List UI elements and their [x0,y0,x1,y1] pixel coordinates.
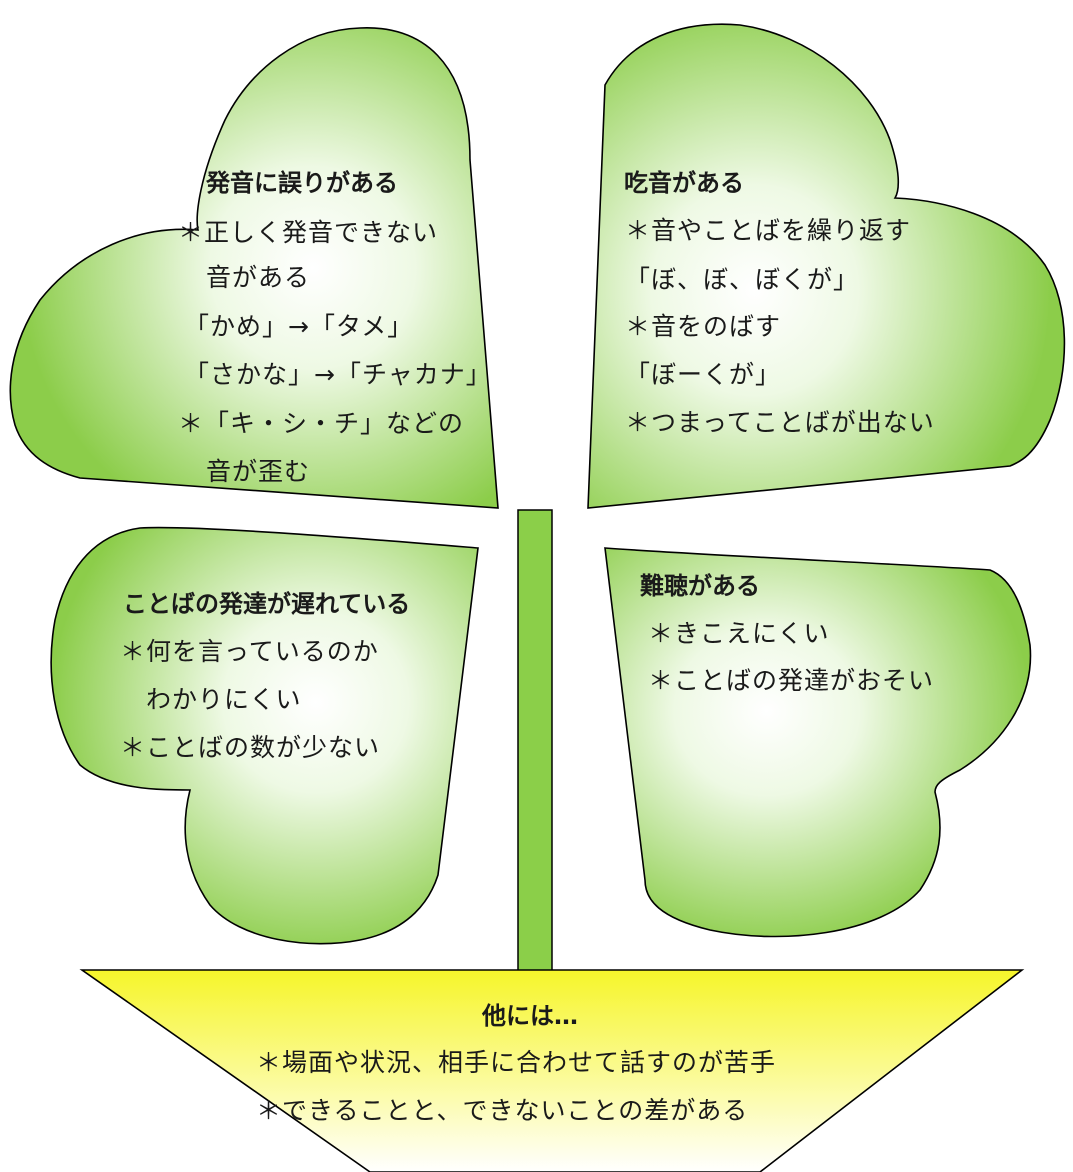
leaf-bottom-right [604,547,1032,938]
leaf-top-right-line-5: ＊つまってことばが出ない [625,408,935,437]
leaf-top-right-line-4: 「ぼーくが」 [625,360,782,389]
leaf-top-left-line-2: 音がある [206,263,311,292]
clover-stem [517,509,553,986]
leaf-top-left-line-5: ＊「キ・シ・チ」などの [178,409,465,438]
leaf-bottom-right-title: 難聴がある [640,572,760,600]
leaf-bottom-right-line-2: ＊ことばの発達がおそい [648,666,935,695]
leaf-bottom-right-line-1: ＊きこえにくい [648,619,830,648]
leaf-bottom-left-line-1: ＊何を言っているのか [120,637,379,666]
leaf-top-left-line-1: ＊正しく発音できない [178,218,439,247]
pot-line-2: ＊できることと、できないことの差がある [256,1096,749,1125]
leaf-top-left-title: 発音に誤りがある [206,169,398,197]
leaf-top-right [587,23,1066,509]
leaf-bottom-left [50,526,479,945]
leaf-top-left-line-6: 音が歪む [206,457,311,486]
leaf-top-left-line-3: 「かめ」→「タメ」 [184,312,414,341]
leaf-top-left-line-4: 「さかな」→「チャカナ」 [184,360,492,389]
leaf-bottom-left-line-3: ＊ことばの数が少ない [120,733,381,762]
pot-title: 他には… [482,1002,578,1030]
leaf-top-right-line-1: ＊音やことばを繰り返す [625,216,912,245]
leaf-top-right-title: 吃音がある [624,169,744,197]
leaf-bottom-left-title: ことばの発達が遅れている [123,590,411,618]
pot-shape [79,969,1025,1172]
leaf-top-right-line-2: 「ぼ、ぼ、ぼくが」 [625,265,860,294]
leaf-top-left [9,27,499,509]
leaf-bottom-left-line-2: わかりにくい [146,685,302,714]
leaf-top-right-line-3: ＊音をのばす [625,312,782,341]
pot-line-1: ＊場面や状況、相手に合わせて話すのが苦手 [256,1048,777,1077]
